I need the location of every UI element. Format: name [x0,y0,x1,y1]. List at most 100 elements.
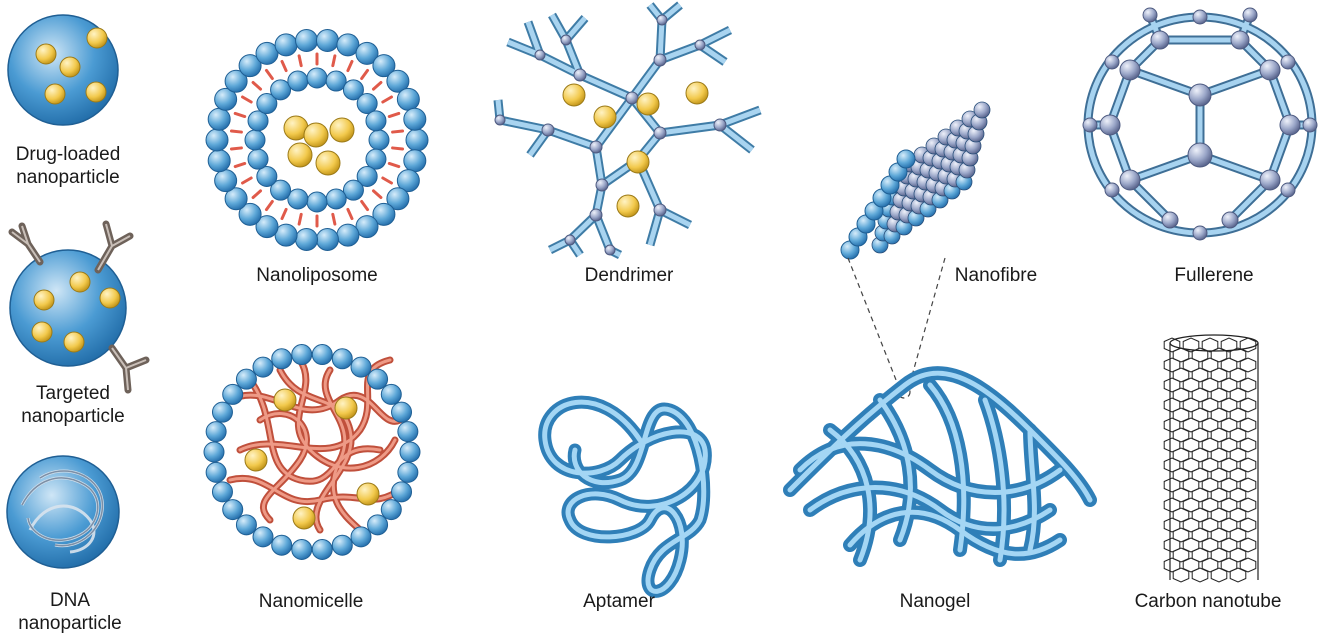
lipid-head [397,88,419,110]
lipid-tail [231,148,241,149]
label-dendrimer: Dendrimer [585,264,674,287]
aptamer [545,402,706,591]
lipid-tail [235,163,245,166]
label-nanofibre: Nanofibre [955,264,1037,287]
nanoliposome [206,30,428,251]
dendrimer [495,5,760,255]
lipid-head [275,34,297,56]
lipid-tail [231,131,241,132]
lipid-head [312,539,332,559]
carbon-hexagon [1230,568,1246,582]
lipid-head [351,527,371,547]
carbon-hexagon [1211,568,1227,582]
lipid-head [292,345,312,365]
lipid-head [381,500,401,520]
lipid-head [223,384,243,404]
carbon-nanotube [1164,335,1258,582]
lipid-head [351,357,371,377]
label-nanogel: Nanogel [900,590,971,613]
lipid-head [332,349,352,369]
lipid-tail [393,131,403,132]
fullerene [1083,8,1317,240]
lipid-head [272,349,292,369]
dna-nanoparticle [7,456,119,568]
lipid-head [206,129,228,151]
lipid-head [368,515,388,535]
lipid-head [215,170,237,192]
lipid-head [326,189,346,209]
lipid-head [404,108,426,130]
label-nanomicelle: Nanomicelle [259,590,364,613]
lipid-head [316,228,338,250]
lipid-head [204,442,224,462]
lipid-head [368,369,388,389]
lipid-tail [362,201,368,209]
lipid-tail [282,209,286,218]
lipid-head [212,402,232,422]
lipid-tail [348,61,352,70]
lipid-tail [389,163,399,166]
lipid-head [236,515,256,535]
lipid-tail [243,178,252,183]
lipid-tail [373,191,380,198]
lipid-tail [253,82,260,89]
carbon-hexagon [1192,568,1208,582]
label-carbon-nanotube: Carbon nanotube [1135,590,1282,613]
lipid-head [272,535,292,555]
lipid-head [208,150,230,172]
lipid-head [206,422,226,442]
lipid-head [253,527,273,547]
lipid-tail [373,82,380,89]
lipid-tail [383,97,392,102]
label-nanoliposome: Nanoliposome [256,264,377,287]
lipid-tail [333,214,335,224]
lipid-head [236,369,256,389]
lipid-tail [362,70,368,78]
lipid-head [307,192,327,212]
label-drug-loaded: Drug-loadednanoparticle [16,143,121,189]
lipid-head [400,442,420,462]
lipid-head [253,357,273,377]
lipid-head [208,108,230,130]
nanomicelle [204,345,420,560]
lipid-tail [383,178,392,183]
lipid-head [392,482,412,502]
lipid-head [296,228,318,250]
lipid-head [337,224,359,246]
nanogel [790,373,1090,560]
lipid-tail [266,201,272,209]
lipid-head [245,130,265,150]
lipid-head [316,30,338,52]
lipid-head [296,30,318,52]
lipid-head [404,150,426,172]
lipid-head [398,462,418,482]
lipid-head [366,111,386,131]
lipid-head [288,71,308,91]
lipid-tail [243,97,252,102]
lipid-tail [393,148,403,149]
carbon-hexagon [1173,568,1189,582]
lipid-tail [235,113,245,116]
lipid-tail [282,61,286,70]
lipid-head [406,129,428,151]
lipid-head [212,482,232,502]
targeted-nanoparticle [10,224,146,390]
lipid-tail [299,214,301,224]
lipid-tail [333,56,335,66]
fibre-bead [897,150,915,168]
lipid-head [332,535,352,555]
lipid-tail [348,209,352,218]
nanofibre [841,102,990,259]
lipid-head [398,422,418,442]
fibre-bead [974,102,990,118]
lipid-head [223,500,243,520]
lipid-tail [266,70,272,78]
label-aptamer: Aptamer [583,590,655,613]
lipid-head [307,68,327,88]
lipid-head [248,149,268,169]
lipid-head [392,402,412,422]
lipid-tail [253,191,260,198]
